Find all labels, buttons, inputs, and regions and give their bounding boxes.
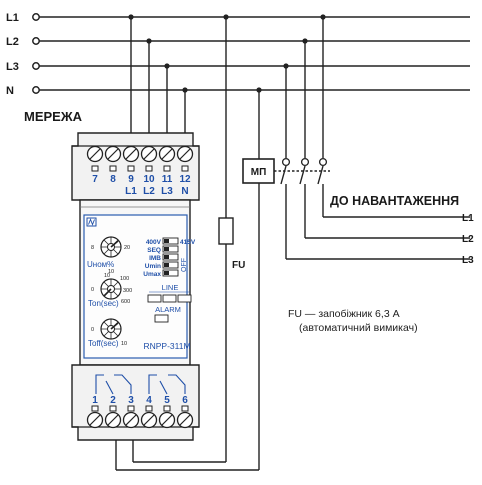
bus-label-l2: L2 xyxy=(6,36,19,48)
ton-scale-100: 100 xyxy=(120,276,129,282)
terminal-number: 8 xyxy=(110,174,116,185)
t-off-knob[interactable] xyxy=(100,318,122,340)
bottom-screw-terminals xyxy=(86,411,194,429)
t-on-knob[interactable] xyxy=(100,278,122,300)
load-label-l2: L2 xyxy=(462,234,474,245)
relay-model: RNPP-311M xyxy=(143,341,190,351)
bus-label-l3: L3 xyxy=(6,61,19,73)
terminal-number: 3 xyxy=(128,395,134,406)
output-contact-symbols xyxy=(95,374,186,395)
screw-terminal xyxy=(140,411,158,429)
screw-terminal xyxy=(122,411,140,429)
u-scale-max: 20 xyxy=(124,245,130,251)
bus-label-n: N xyxy=(6,85,14,97)
load-label-l1: L1 xyxy=(462,213,474,224)
dip-label: Umax xyxy=(143,271,161,278)
terminal-number: 9 xyxy=(128,174,134,185)
note-line-1: FU — запобіжник 6,3 А xyxy=(288,308,400,320)
bus-label-l1: L1 xyxy=(6,12,19,24)
ton-scale-0: 0 xyxy=(91,287,94,293)
top-terminal-numbers: 7 8 9 10 11 12 L1 L2 L3 N xyxy=(92,174,191,197)
contactor-label: МП xyxy=(251,167,267,178)
u-scale-mid: 10 xyxy=(108,269,114,275)
screw-terminal xyxy=(176,145,194,163)
fuse-symbol xyxy=(218,217,234,245)
line-leds xyxy=(147,294,192,303)
ton-scale-600: 600 xyxy=(121,299,130,305)
contactor-power-contacts xyxy=(280,17,470,260)
contactor-contact-circles xyxy=(281,157,328,167)
top-screw-terminals xyxy=(86,145,194,163)
screw-terminal xyxy=(158,145,176,163)
screw-terminal xyxy=(86,411,104,429)
supply-bus xyxy=(36,16,470,91)
terminal-number: 7 xyxy=(92,174,98,185)
t-on-label: Ton(sec) xyxy=(88,299,119,308)
manufacturer-logo xyxy=(86,217,97,227)
dip-label: 400V xyxy=(146,239,162,246)
bottom-terminal-numbers: 1 2 3 4 5 6 xyxy=(92,395,188,406)
relay-supply-wires xyxy=(130,17,186,134)
terminal-number: 2 xyxy=(110,395,116,406)
bottom-terminal-pads xyxy=(91,405,189,412)
terminal-number: 11 xyxy=(162,174,173,185)
screw-terminal xyxy=(86,145,104,163)
junction-dots xyxy=(128,14,326,93)
terminal-number: 10 xyxy=(143,174,155,185)
screw-terminal xyxy=(158,411,176,429)
line-led-label: LINE xyxy=(162,283,179,292)
terminal-sub-label: N xyxy=(181,186,188,197)
terminal-number: 4 xyxy=(146,395,152,406)
u-nominal-label: Uном% xyxy=(87,260,114,269)
terminal-sub-label: L3 xyxy=(161,186,173,197)
dip-label-415v: 415V xyxy=(180,239,196,246)
dip-off-label: OFF xyxy=(181,258,188,272)
terminal-number: 12 xyxy=(179,174,191,185)
note-line-2: (автоматичний вимикач) xyxy=(299,322,418,334)
terminal-number: 1 xyxy=(92,395,98,406)
fuse-label: FU xyxy=(232,260,245,271)
terminal-sub-label: L2 xyxy=(143,186,155,197)
dip-switch-block: 400V SEQ IMB Umin Umax 415V xyxy=(143,239,196,278)
toff-scale-10: 10 xyxy=(121,341,127,347)
dip-label: Umin xyxy=(145,263,161,270)
relay-bottom-block xyxy=(71,364,200,441)
alarm-led-label: ALARM xyxy=(155,305,181,314)
screw-terminal xyxy=(176,411,194,429)
screw-terminal xyxy=(104,145,122,163)
supply-bus-start-dots xyxy=(32,13,40,94)
u-nominal-knob[interactable] xyxy=(100,236,122,258)
ton-scale-300: 300 xyxy=(123,288,132,294)
screw-terminal xyxy=(122,145,140,163)
dip-switch-levers xyxy=(164,239,169,275)
terminal-number: 5 xyxy=(164,395,170,406)
dip-label: SEQ xyxy=(147,247,161,254)
u-scale-min: 8 xyxy=(91,245,94,251)
dip-label: IMB xyxy=(149,255,161,262)
top-terminal-pads xyxy=(91,165,189,172)
alarm-led xyxy=(154,314,169,323)
t-off-label: Toff(sec) xyxy=(88,339,119,348)
terminal-number: 6 xyxy=(182,395,188,406)
screw-terminal xyxy=(140,145,158,163)
dip-switches[interactable] xyxy=(162,237,179,277)
load-label-l3: L3 xyxy=(462,255,474,266)
supply-title: МЕРЕЖА xyxy=(24,109,83,124)
toff-scale-0: 0 xyxy=(91,327,94,333)
terminal-sub-label: L1 xyxy=(125,186,137,197)
screw-terminal xyxy=(104,411,122,429)
contactor-coil xyxy=(242,158,275,184)
load-title: ДО НАВАНТАЖЕННЯ xyxy=(330,194,459,208)
ton-scale-10: 10 xyxy=(104,273,110,279)
supply-bus-labels: L1 L2 L3 N xyxy=(6,12,19,97)
